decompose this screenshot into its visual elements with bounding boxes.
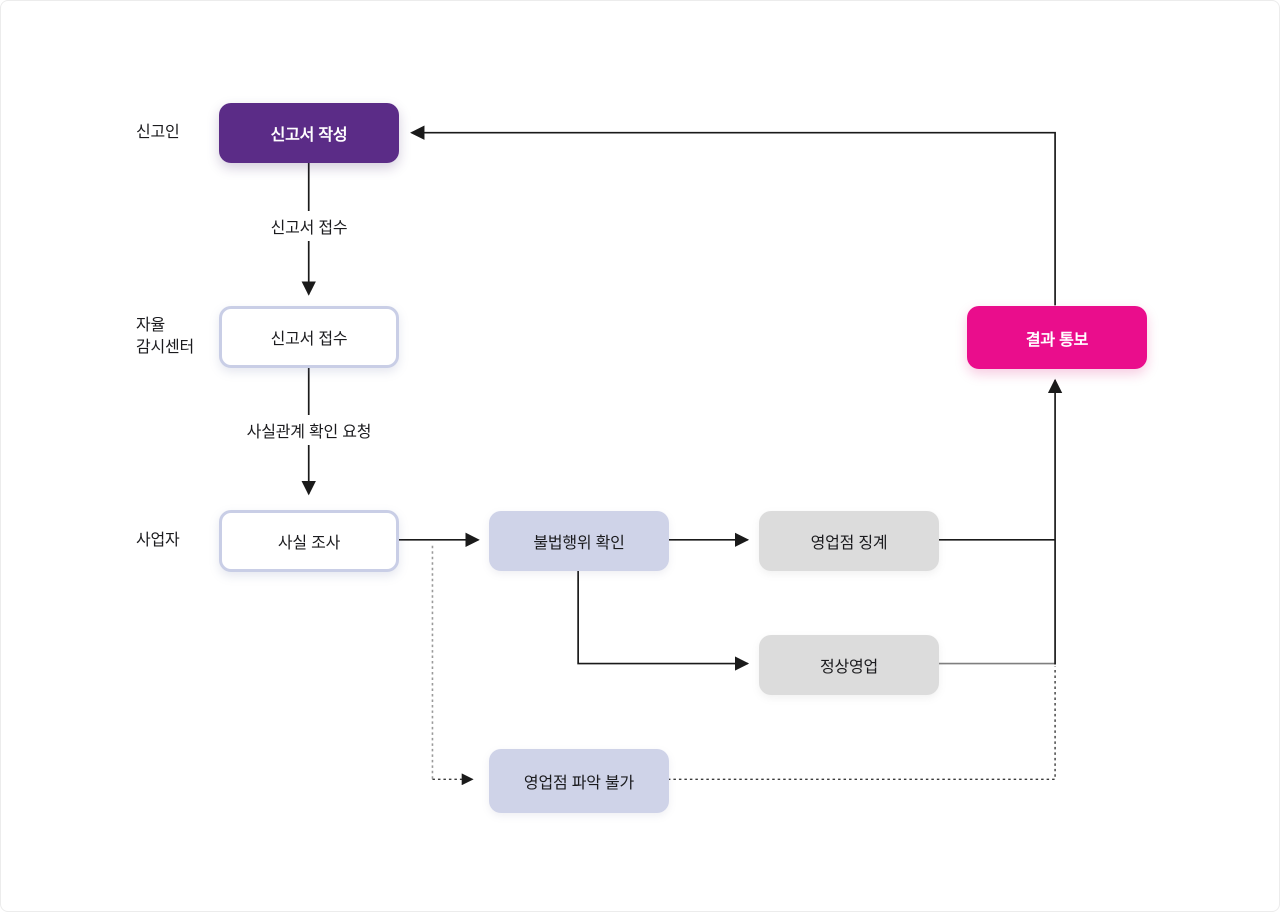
edge-unknown-to-junction [667, 666, 1056, 780]
node-write-report: 신고서 작성 [219, 103, 399, 163]
node-normal-business: 정상영업 [759, 635, 939, 695]
node-receive-report: 신고서 접수 [219, 306, 399, 368]
node-illegal-confirmed: 불법행위 확인 [489, 511, 669, 571]
edge-illegal-to-normal [577, 569, 750, 671]
node-branch-unknown: 영업점 파악 불가 [489, 749, 669, 813]
lane-label-monitor-line1: 자율 [136, 317, 166, 334]
lane-label-business: 사업자 [136, 532, 180, 549]
lane-label-monitor-center: 자율 감시센터 [136, 315, 194, 359]
edge-label-report-received: 신고서 접수 [261, 211, 357, 241]
edge-label-fact-check-request: 사실관계 확인 요청 [237, 415, 381, 445]
lane-label-monitor-line2: 감시센터 [136, 339, 195, 356]
node-branch-discipline: 영업점 징계 [759, 511, 939, 571]
lane-label-reporter: 신고인 [136, 124, 180, 141]
node-fact-check: 사실 조사 [219, 510, 399, 572]
node-result-notice: 결과 통보 [967, 306, 1147, 369]
edge-result-to-write [410, 125, 1056, 306]
